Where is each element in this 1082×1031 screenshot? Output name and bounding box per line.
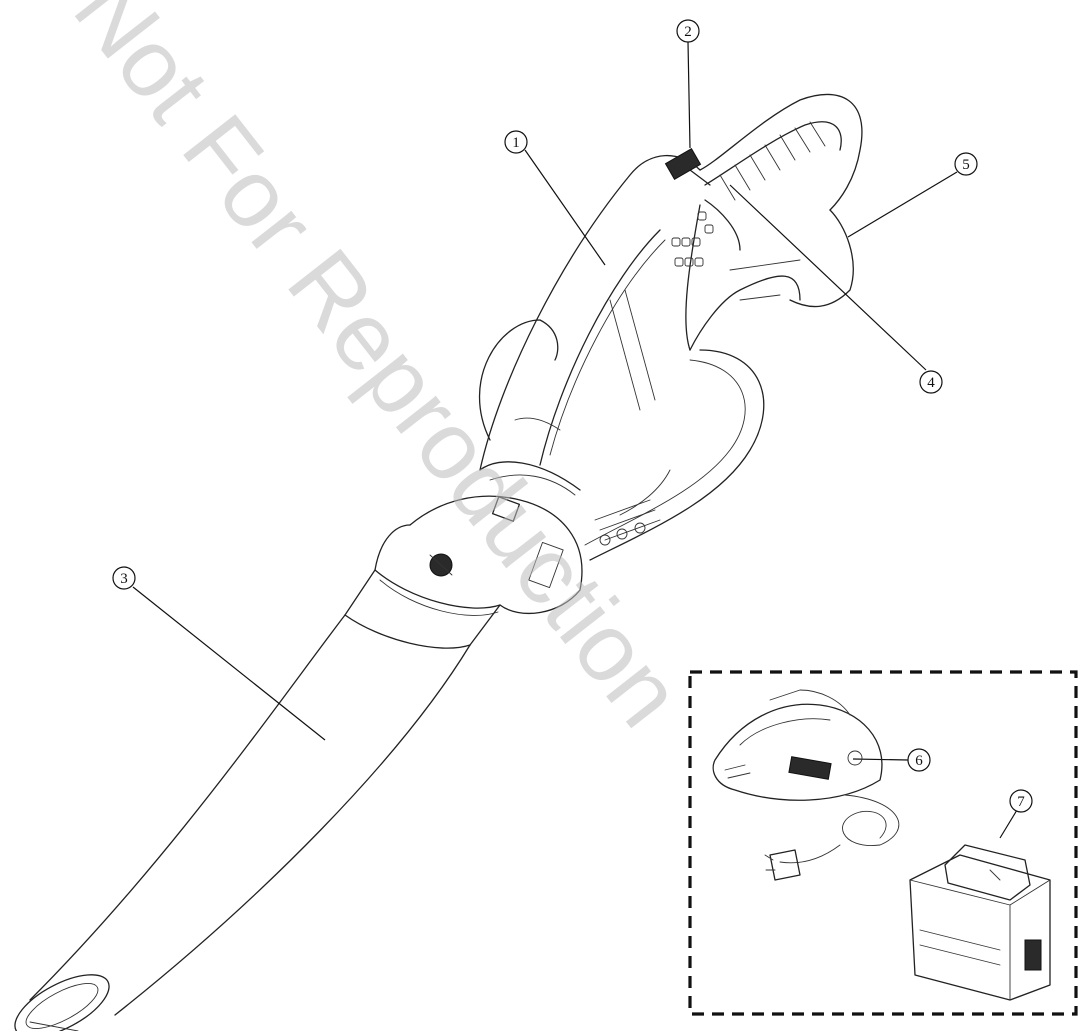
callout-5: 5 <box>954 152 978 176</box>
callout-2: 2 <box>676 19 700 43</box>
speed-switch-icon <box>664 148 702 180</box>
motor-housing <box>374 319 765 615</box>
callout-7: 7 <box>1009 789 1033 813</box>
callout-label: 5 <box>962 157 970 173</box>
callout-label: 2 <box>684 24 692 40</box>
callout-1: 1 <box>504 130 528 154</box>
battery-pack <box>909 844 1051 1001</box>
plug-icon <box>769 849 801 881</box>
main-body-handle <box>479 93 863 471</box>
charger <box>712 689 900 881</box>
callout-4: 4 <box>919 370 943 394</box>
callout-label: 6 <box>915 753 923 769</box>
callout-label: 1 <box>512 135 520 151</box>
callout-6: 6 <box>907 748 931 772</box>
blower-tube <box>14 569 501 1031</box>
callout-label: 4 <box>927 375 935 391</box>
callout-label: 3 <box>120 571 128 587</box>
watermark-text: Not For Reproduction <box>53 0 702 746</box>
callout-3: 3 <box>112 566 136 590</box>
accessory-box <box>688 670 1078 1016</box>
callout-label: 7 <box>1017 794 1025 810</box>
leader-lines <box>132 41 1018 839</box>
